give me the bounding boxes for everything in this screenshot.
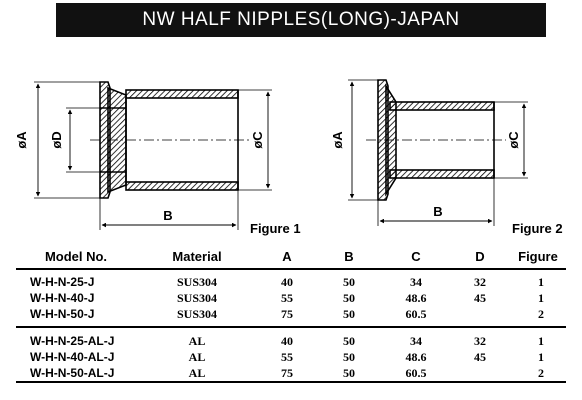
fig1-dim-b: B: [163, 208, 172, 223]
header-model: Model No.: [16, 244, 136, 270]
cell-model: W-H-N-50-J: [16, 306, 136, 328]
cell-d: 45: [474, 349, 486, 364]
cell-figure: 1: [538, 333, 544, 348]
cell-material: AL: [188, 333, 206, 348]
fig1-dim-a: øA: [14, 131, 29, 149]
cell-c: 34: [410, 274, 422, 289]
cell-figure: 1: [538, 349, 544, 364]
figure-2-drawing: [348, 79, 528, 226]
cell-d: 32: [474, 333, 486, 348]
cell-c: 60.5: [382, 306, 450, 328]
header-figure: Figure: [510, 244, 566, 270]
cell-b: 50: [316, 365, 382, 383]
cell-b: 50: [343, 274, 355, 289]
cell-material: AL: [188, 349, 206, 364]
cell-figure: 1: [538, 274, 544, 289]
cell-d: 45: [474, 290, 486, 305]
figure-1-drawing: [34, 81, 272, 230]
cell-model: W-H-N-40-J: [30, 291, 95, 305]
figure-1-label: Figure 1: [250, 221, 301, 236]
cell-material: SUS304: [176, 290, 217, 305]
cell-figure: 2: [510, 365, 566, 383]
header-b: B: [316, 244, 382, 270]
cell-material: SUS304: [176, 274, 217, 289]
header-d: D: [450, 244, 510, 270]
cell-c: 48.6: [405, 349, 427, 364]
cell-a: 40: [281, 333, 293, 348]
cell-b: 50: [343, 290, 355, 305]
header-material: Material: [136, 244, 258, 270]
cell-material: SUS304: [136, 306, 258, 328]
cell-figure: 2: [510, 306, 566, 328]
figure-2-label: Figure 2: [512, 221, 563, 236]
cell-material: AL: [136, 365, 258, 383]
cell-b: 50: [343, 333, 355, 348]
fig2-dim-a: øA: [330, 131, 345, 149]
cell-model: W-H-N-25-AL-J: [30, 334, 115, 348]
cell-c: 60.5: [382, 365, 450, 383]
title-bar: NW HALF NIPPLES(LONG)-JAPAN: [56, 3, 546, 37]
table-row: W-H-N-50-AL-J AL 75 50 60.5 2: [16, 365, 566, 383]
table-row: W-H-N-40-J SUS304 55 50 48.6 45 1: [16, 290, 566, 306]
cell-model: W-H-N-40-AL-J: [30, 350, 115, 364]
cell-a: 55: [281, 349, 293, 364]
cell-c: 34: [410, 333, 422, 348]
fig2-dim-c: øC: [506, 131, 521, 149]
table-row: W-H-N-25-J SUS304 40 50 34 32 1: [16, 269, 566, 290]
cell-a: 55: [281, 290, 293, 305]
fig1-dim-c: øC: [250, 131, 265, 149]
header-c: C: [382, 244, 450, 270]
spec-table: Model No. Material A B C D Figure W-H-N-…: [16, 244, 566, 383]
table-row: W-H-N-50-J SUS304 75 50 60.5 2: [16, 306, 566, 328]
table-row: W-H-N-25-AL-J AL 40 50 34 32 1: [16, 327, 566, 349]
cell-a: 75: [258, 306, 316, 328]
fig2-dim-b: B: [433, 204, 442, 219]
cell-a: 40: [281, 274, 293, 289]
cell-c: 48.6: [405, 290, 427, 305]
header-a: A: [258, 244, 316, 270]
page-title: NW HALF NIPPLES(LONG)-JAPAN: [142, 9, 460, 30]
cell-a: 75: [258, 365, 316, 383]
cell-figure: 1: [538, 290, 544, 305]
technical-drawings: øA øD øC B øA øC B: [14, 79, 528, 230]
cell-model: W-H-N-50-AL-J: [16, 365, 136, 383]
cell-model: W-H-N-25-J: [30, 275, 95, 289]
cell-d: 32: [474, 274, 486, 289]
cell-d: [450, 306, 510, 328]
fig1-dim-d: øD: [49, 131, 64, 148]
table-row: W-H-N-40-AL-J AL 55 50 48.6 45 1: [16, 349, 566, 365]
table-header-row: Model No. Material A B C D Figure: [16, 244, 566, 270]
cell-d: [450, 365, 510, 383]
cell-b: 50: [316, 306, 382, 328]
cell-b: 50: [343, 349, 355, 364]
